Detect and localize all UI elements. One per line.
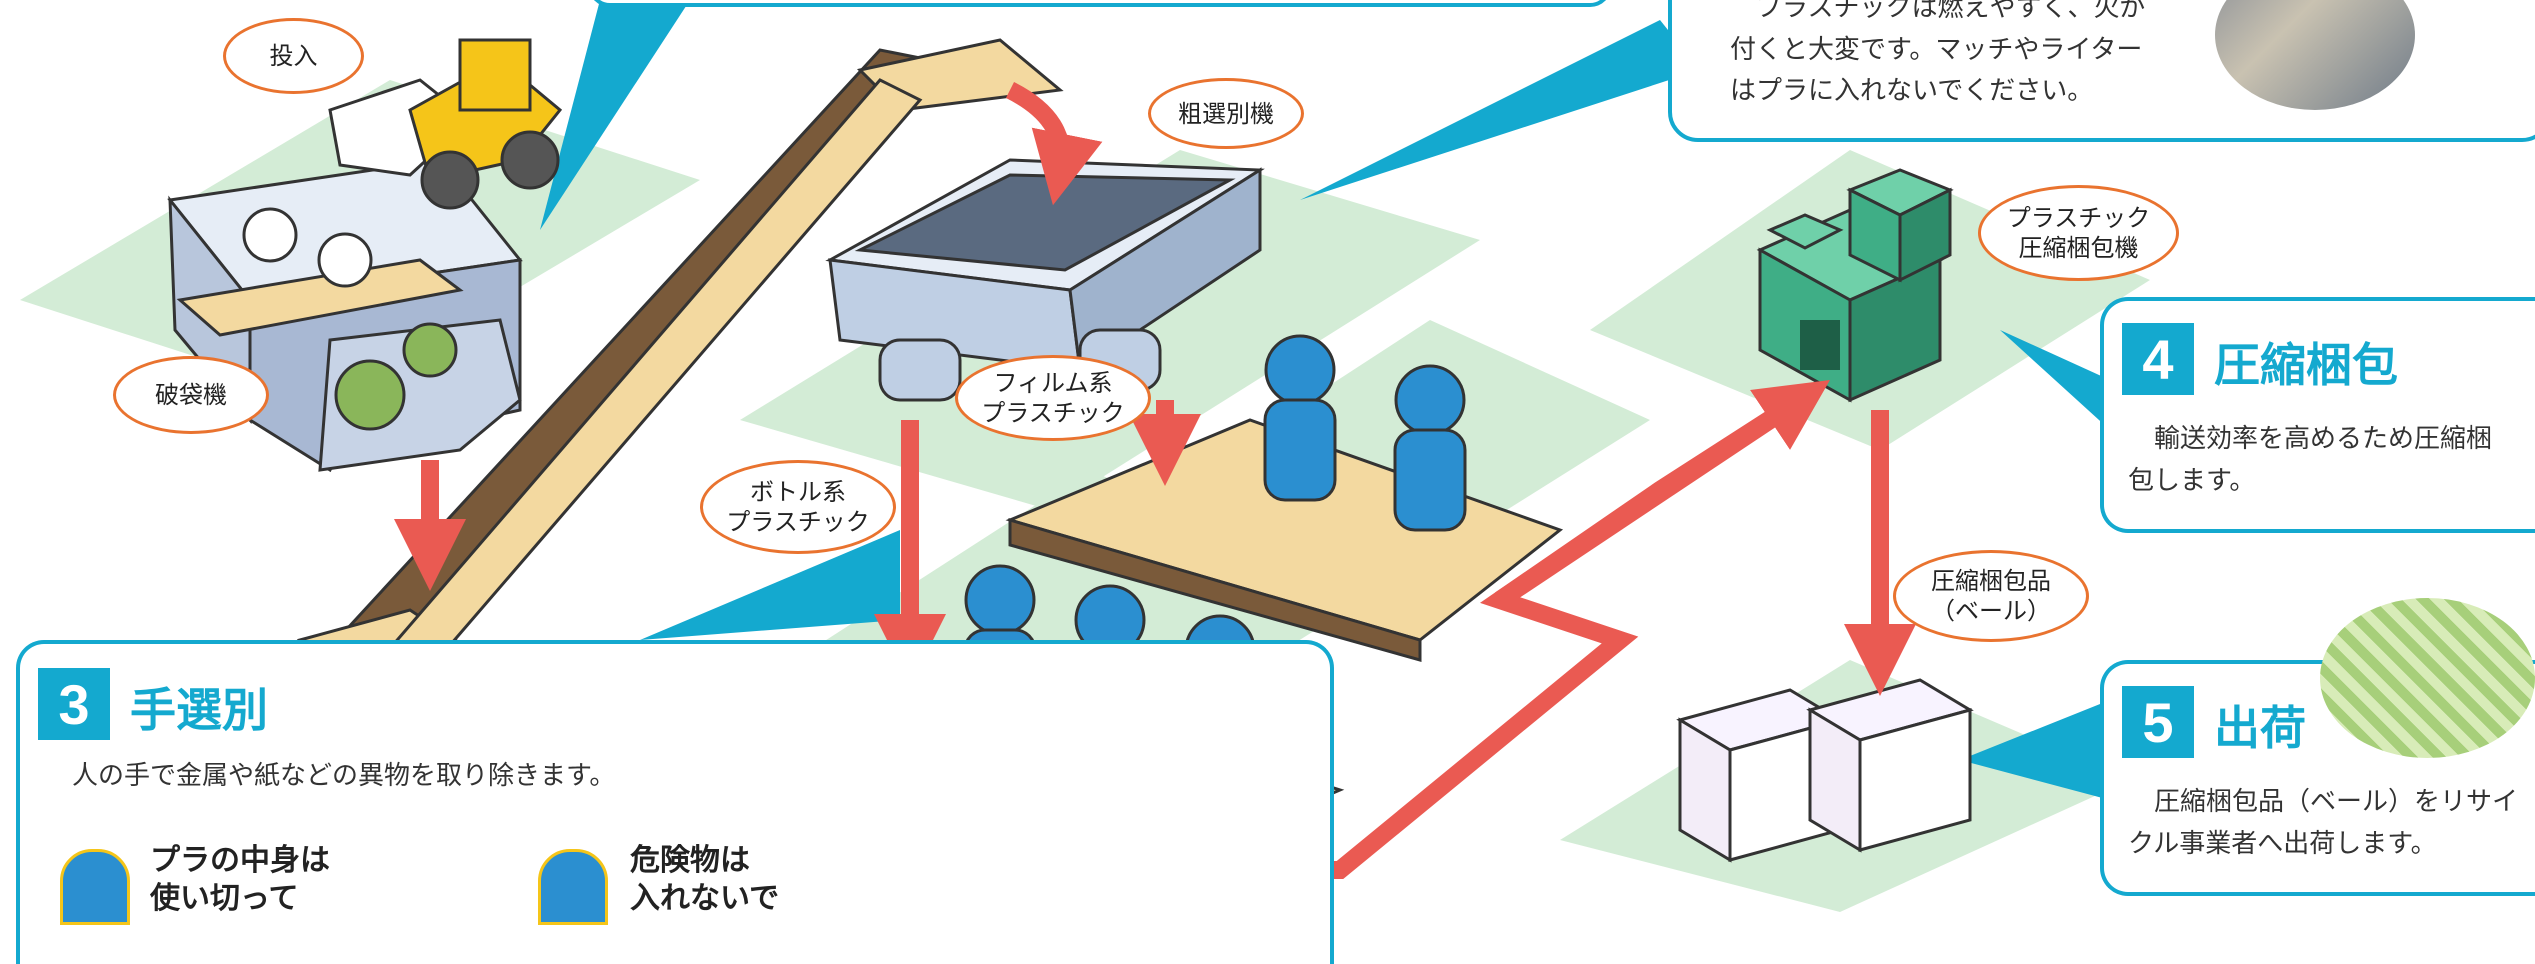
step4-box: 4 圧縮梱包 輸送効率を高めるため圧縮梱 包します。: [2100, 297, 2535, 533]
film-plastic-label: フィルム系 プラスチック: [955, 355, 1151, 441]
step5-description: 圧縮梱包品（ベール）をリサイ クル事業者へ出荷します。: [2128, 787, 2519, 859]
worker-mascot-icon: [60, 849, 130, 925]
step3-description: 人の手で金属や紙などの異物を取り除きます。: [72, 761, 616, 791]
worker-mascot-icon: [538, 849, 608, 925]
baler-label: プラスチック 圧縮梱包機: [1978, 185, 2179, 281]
bale-label: 圧縮梱包品 （ベール）: [1893, 550, 2089, 642]
step5-title: 出荷: [2214, 701, 2306, 755]
callout-pointer-step5: [1960, 700, 2110, 800]
step4-title: 圧縮梱包: [2214, 338, 2398, 392]
input-label: 投入: [223, 18, 364, 94]
step5-number: 5: [2122, 686, 2194, 758]
coarse-sorter-label: 粗選別機: [1148, 78, 1304, 149]
step3-box: 3 手選別 人の手で金属や紙などの異物を取り除きます。 プラの中身は 使い切って…: [16, 640, 1334, 964]
step4-description: 輸送効率を高めるため圧縮梱 包します。: [2128, 424, 2493, 496]
tip-use-contents: プラの中身は 使い切って: [150, 843, 330, 916]
baler-machine: [1756, 168, 1954, 403]
front-loader: [328, 38, 563, 210]
callout-pointer-step3: [640, 530, 900, 640]
bales: [1676, 678, 1974, 863]
bottle-plastic-label: ボトル系 プラスチック: [700, 460, 896, 554]
callout-pointer-top-right: [1300, 20, 1700, 200]
step3-title: 手選別: [130, 683, 268, 737]
step4-number: 4: [2122, 323, 2194, 395]
step3-number: 3: [38, 668, 110, 740]
top-left-box: [593, 0, 1607, 7]
callout-pointer-step4: [2000, 330, 2110, 430]
bag-breaker-label: 破袋機: [113, 356, 269, 434]
bale-photo: [2320, 598, 2535, 758]
tip-no-hazards: 危険物は 入れないで: [630, 843, 780, 916]
callout-pointer-top-left: [540, 0, 690, 230]
fire-warning-text: プラスチックは燃えやすく、火が 付くと大変です。マッチやライター はプラに入れな…: [1730, 0, 2146, 107]
